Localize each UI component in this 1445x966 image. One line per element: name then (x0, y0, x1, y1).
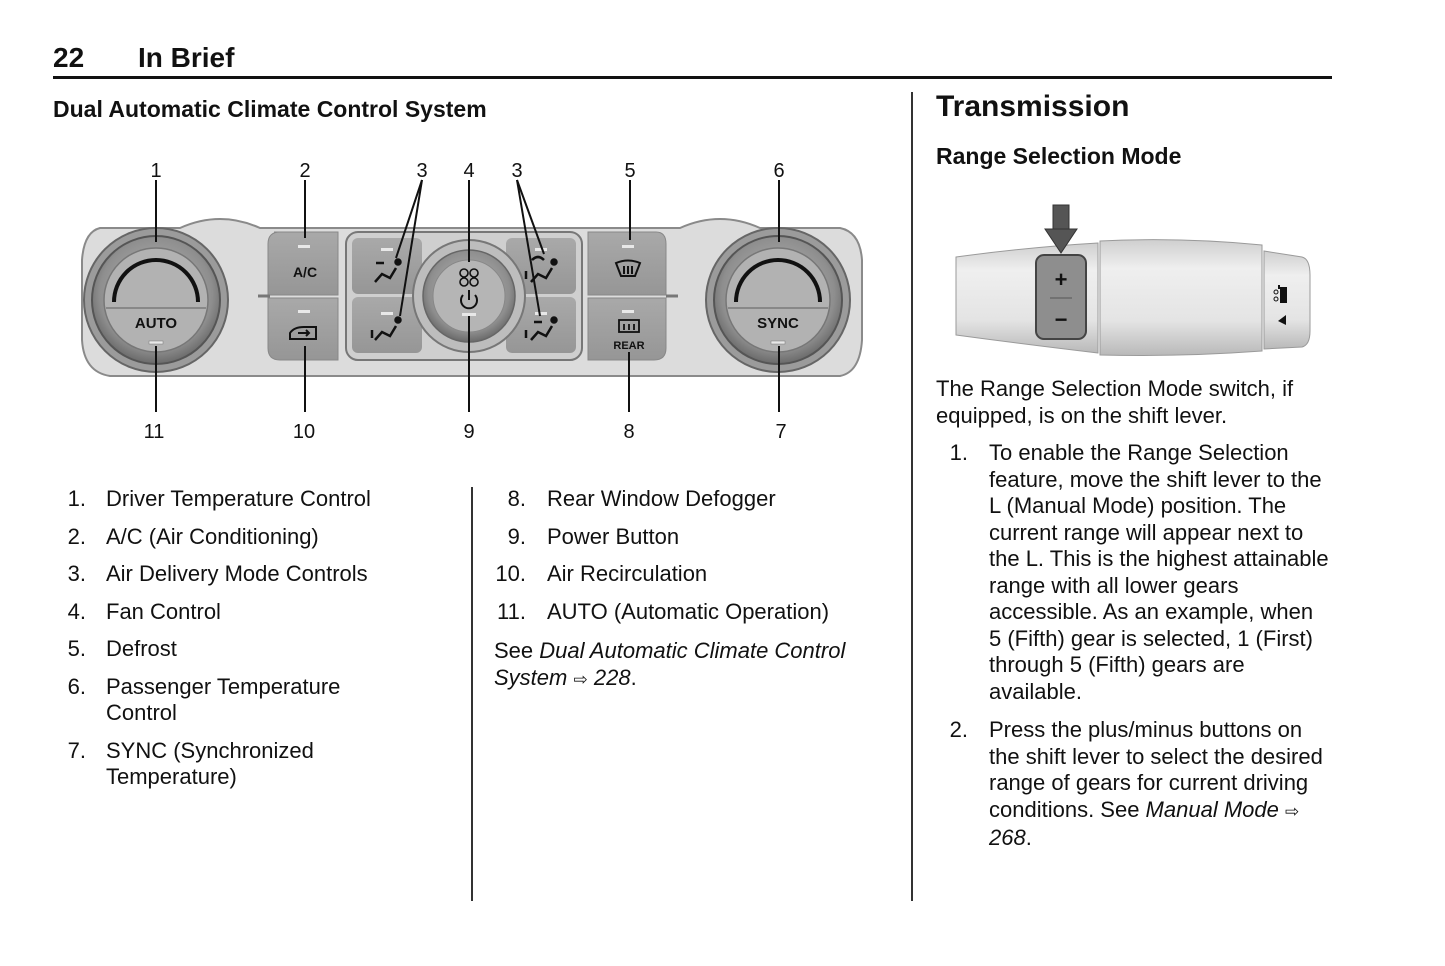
step-item: 2.Press the plus/minus buttons on the sh… (949, 717, 1323, 850)
lock-button-icon (1273, 285, 1287, 325)
legend-item: 2.A/C (Air Conditioning) (67, 523, 319, 549)
legend-item: 3.Air Delivery Mode Controls (67, 561, 368, 586)
callout-9: 9 (463, 421, 474, 443)
column-divider-right (911, 92, 913, 901)
transmission-title: Transmission (936, 90, 1130, 123)
legend-list-col1: 1.Driver Temperature Control 2.A/C (Air … (66, 486, 446, 802)
legend-list-col2: 8.Rear Window Defogger 9.Power Button 10… (494, 486, 894, 636)
legend-item: 1.Driver Temperature Control (67, 486, 371, 511)
callout-8: 8 (623, 421, 634, 443)
callout-6: 6 (773, 160, 784, 182)
callout-3-right: 3 (511, 160, 522, 182)
page-ref[interactable]: 228 (593, 664, 631, 690)
floor-mode-button (352, 297, 422, 353)
manual-mode-link[interactable]: Manual Mode (1145, 796, 1279, 822)
xref-arrow-icon: ⇨ (1284, 801, 1300, 821)
front-defrost-button (587, 231, 667, 296)
bilevel-floor-mode-icon (524, 316, 558, 341)
legend-item: 7.SYNC (Synchronized Temperature) (67, 737, 314, 790)
range-selection-steps: 1.To enable the Range Selection feature,… (936, 440, 1331, 852)
ac-button-label: A/C (293, 264, 317, 280)
shift-lever-diagram: + − (955, 204, 1311, 356)
front-defrost-icon (614, 259, 642, 277)
rear-defog-button (587, 297, 667, 361)
legend-item: 5.Defrost (67, 636, 177, 661)
range-selection-intro: The Range Selection Mode switch, if equi… (936, 376, 1294, 428)
fan-icon (459, 268, 479, 287)
lever-handle (1099, 239, 1263, 356)
column-divider (471, 487, 473, 901)
legend-item: 8.Rear Window Defogger (507, 486, 776, 511)
callout-4: 4 (463, 160, 474, 182)
climate-control-link[interactable]: Dual Automatic Climate Control System (494, 638, 846, 690)
header-rule (53, 76, 1332, 79)
climate-section-title: Dual Automatic Climate Control System (53, 96, 487, 122)
page-ref[interactable]: 268 (989, 825, 1026, 850)
callout-3-left: 3 (416, 160, 427, 182)
floor-mode-icon (370, 316, 402, 341)
sync-button-label: SYNC (757, 315, 799, 332)
down-arrow-icon (1044, 204, 1078, 254)
plus-minus-switch (1035, 254, 1087, 340)
rear-label: REAR (613, 340, 644, 352)
legend-item: 11.AUTO (Automatic Operation) (497, 598, 830, 624)
range-selection-subtitle: Range Selection Mode (936, 143, 1182, 169)
power-icon (460, 290, 478, 310)
ac-button (267, 231, 339, 296)
vent-mode-icon (374, 258, 402, 283)
callout-5: 5 (624, 160, 635, 182)
callout-2: 2 (299, 160, 310, 182)
plus-button-label: + (1055, 267, 1068, 292)
rear-defog-icon (618, 319, 640, 333)
callout-lines (155, 179, 780, 412)
vent-mode-button (352, 238, 422, 294)
climate-control-diagram: AUTO SYNC A/C (81, 160, 863, 443)
running-section-title: In Brief (138, 42, 235, 73)
legend-item: 6.Passenger Temperature Control (67, 673, 341, 726)
callout-1: 1 (150, 160, 161, 182)
legend-item: 4.Fan Control (67, 598, 221, 624)
auto-button-label: AUTO (135, 315, 178, 332)
climate-cross-reference: See Dual Automatic Climate Control Syste… (494, 638, 846, 690)
callout-11: 11 (144, 421, 165, 443)
step-item: 1.To enable the Range Selection feature,… (949, 440, 1329, 704)
recirculation-icon (289, 326, 317, 340)
legend-item: 10.Air Recirculation (495, 561, 708, 586)
callout-10: 10 (293, 421, 315, 443)
fan-control-knob (412, 239, 526, 353)
recirculation-button (267, 297, 339, 361)
legend-item: 9.Power Button (507, 523, 680, 549)
callout-7: 7 (775, 421, 786, 443)
minus-button-label: − (1055, 307, 1068, 332)
page-number: 22 (53, 42, 85, 73)
xref-arrow-icon: ⇨ (573, 669, 588, 689)
